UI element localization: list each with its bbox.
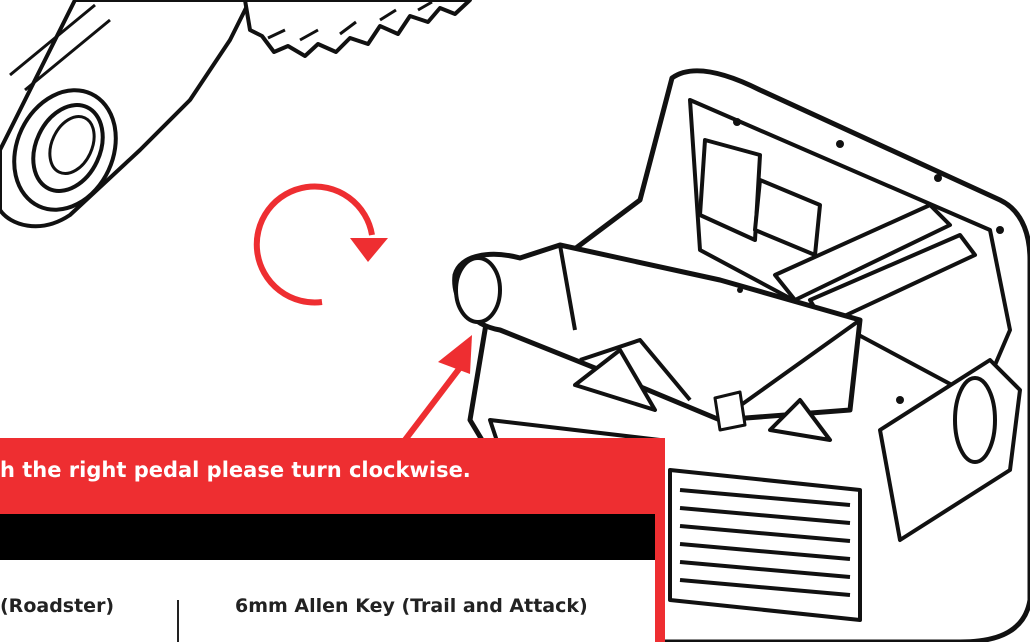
clockwise-arrow-icon — [257, 186, 388, 302]
instruction-text: h the right pedal please turn clockwise. — [0, 458, 471, 482]
tool-label-allen-key: 6mm Allen Key (Trail and Attack) — [235, 595, 588, 617]
chainring — [245, 0, 470, 56]
pointer-arrow-icon — [405, 335, 472, 440]
tool-divider — [177, 600, 179, 642]
crank-arm — [0, 0, 250, 226]
tool-label-roadster: (Roadster) — [0, 595, 114, 617]
header-bar — [0, 514, 655, 560]
